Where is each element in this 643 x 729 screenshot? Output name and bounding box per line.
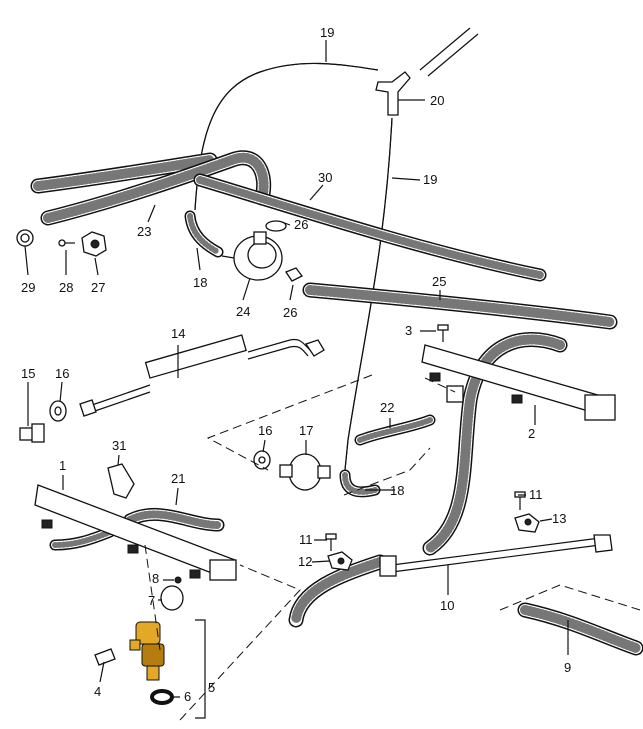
fuel-line-10: [379, 534, 613, 577]
callout-labels: 19 20 19 30 26 23 18 24 26 25 29 28 27 3…: [21, 25, 571, 704]
callout-21: 21: [171, 471, 185, 486]
callout-25: 25: [432, 274, 446, 289]
callout-18b: 18: [390, 483, 404, 498]
hose-22: [354, 414, 436, 446]
callout-11b: 11: [299, 532, 313, 547]
o-ring-8: [174, 576, 182, 584]
clip-13: [514, 513, 540, 533]
callout-9: 9: [564, 660, 571, 675]
callout-8: 8: [152, 571, 159, 586]
hoses: [30, 150, 643, 656]
hose-23: [40, 150, 272, 226]
dashed-leaders: [144, 374, 641, 721]
clip-4: [94, 648, 116, 666]
fuel-rail-1: [34, 484, 237, 581]
callout-18: 18: [193, 275, 207, 290]
callout-19: 19: [320, 25, 334, 40]
hose-18-upper: [184, 210, 224, 258]
callout-leaders: [24, 40, 569, 698]
fuel-line-14: [79, 334, 325, 417]
callout-22: 22: [380, 400, 394, 415]
callout-31: 31: [112, 438, 126, 453]
screw-3: [437, 324, 449, 342]
y-connector-20: [375, 71, 411, 116]
callout-3: 3: [405, 323, 412, 338]
washer-16b: [253, 450, 271, 470]
o-ring-6: [150, 689, 174, 705]
callout-27: 27: [91, 280, 105, 295]
callout-4: 4: [94, 684, 101, 699]
screw-11b: [325, 533, 337, 551]
callout-19b: 19: [423, 172, 437, 187]
callout-26b: 26: [283, 305, 297, 320]
callout-28: 28: [59, 280, 73, 295]
callout-12: 12: [298, 554, 312, 569]
hose-30: [193, 173, 547, 282]
hose-23-upper: [30, 152, 218, 194]
callout-17: 17: [299, 423, 313, 438]
callout-30: 30: [318, 170, 332, 185]
washer-16a: [49, 400, 67, 422]
callout-16b: 16: [258, 423, 272, 438]
hose-1-left: [49, 526, 116, 551]
fuel-injector-5: [129, 621, 165, 681]
callout-13: 13: [552, 511, 566, 526]
pressure-regulator-17: [279, 453, 331, 491]
hose-25: [302, 282, 618, 330]
callout-7: 7: [148, 593, 155, 608]
clip-12: [327, 551, 353, 571]
callout-1: 1: [59, 458, 66, 473]
hose-18-lower: [339, 469, 381, 498]
callout-2: 2: [528, 426, 535, 441]
callout-6: 6: [184, 689, 191, 704]
callout-26: 26: [294, 217, 308, 232]
callout-16: 16: [55, 366, 69, 381]
hose-9: [517, 602, 643, 656]
callout-5: 5: [208, 680, 215, 695]
hose-lower: [288, 554, 388, 628]
callout-11: 11: [529, 487, 543, 502]
callout-29: 29: [21, 280, 35, 295]
fuel-rail-2: [421, 344, 616, 421]
callout-10: 10: [440, 598, 454, 613]
clip-31: [107, 463, 135, 499]
hose-rail2-loop: [422, 332, 568, 556]
screw-28: [58, 239, 75, 247]
callout-24: 24: [236, 304, 250, 319]
bracket-27: [81, 231, 107, 257]
cap-7: [160, 585, 184, 611]
pressure-regulator-24: [221, 220, 303, 282]
hose-21: [123, 507, 225, 532]
fitting-15: [19, 423, 45, 443]
callout-20: 20: [430, 93, 444, 108]
callout-15: 15: [21, 366, 35, 381]
clamp-29: [16, 229, 34, 247]
callout-14: 14: [171, 326, 185, 341]
callout-23: 23: [137, 224, 151, 239]
